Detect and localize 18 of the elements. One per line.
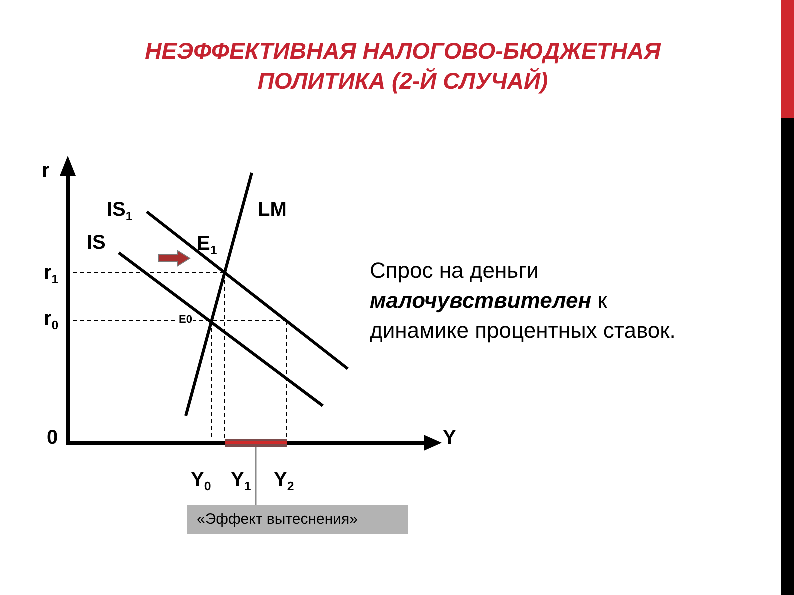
note-text: Спрос на деньги малочувствителен к динамике процентных ставок. xyxy=(370,257,677,345)
tick-label: Y$_{1}$ xyxy=(231,470,252,490)
origin-label: 0 xyxy=(47,428,58,448)
tick-label: r$_{0}$ xyxy=(44,309,59,329)
callout-box: «Эффект вытеснения» xyxy=(187,505,408,534)
point-label: E0 xyxy=(178,315,194,326)
curve-label: IS xyxy=(87,233,106,253)
tick-label: r$_{1}$ xyxy=(44,263,59,283)
highlight-bar xyxy=(225,439,287,447)
slide-title: НЕЭФФЕКТИВНАЯ НАЛОГОВО-БЮДЖЕТНАЯ ПОЛИТИКА (2-Й СЛУЧАЙ) xyxy=(144,37,662,96)
tick-label: Y$_{0}$ xyxy=(191,470,212,490)
axis-label: r xyxy=(42,161,50,181)
tick-label: Y$_{2}$ xyxy=(274,470,294,490)
curve-label: IS$_{1}$ xyxy=(107,200,133,220)
point-label: E$_{1}$ xyxy=(197,234,218,254)
leader-line xyxy=(255,447,257,505)
curve-label: LM xyxy=(258,200,287,220)
axis-label: Y xyxy=(443,428,456,448)
